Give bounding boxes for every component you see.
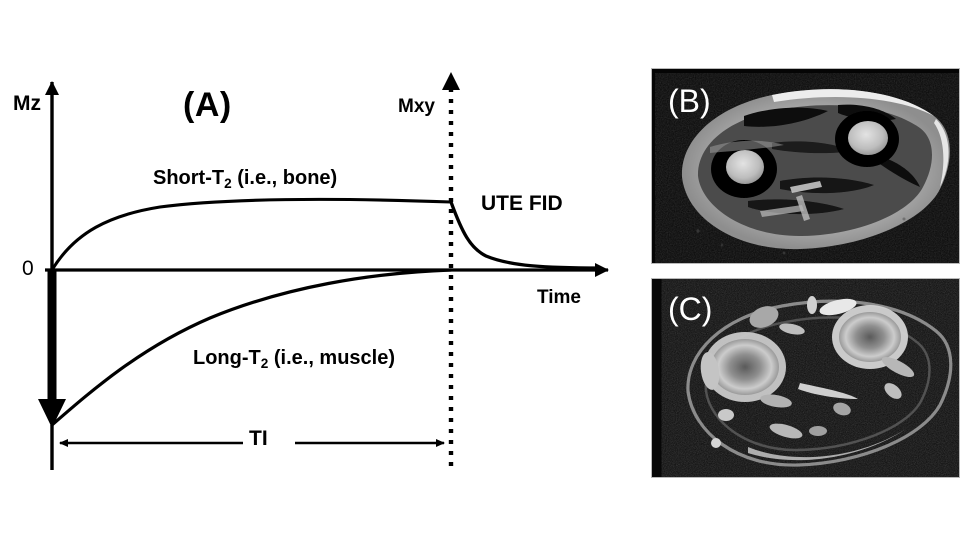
panel-b-label: (B)	[668, 83, 711, 119]
panel-c-bone-left-marrow	[711, 339, 779, 395]
panel-c-skin-band-bottom	[748, 429, 906, 461]
panel-c-tendon-3	[819, 298, 857, 316]
x-axis-label: Time	[537, 287, 582, 308]
panel-c-tendon-5	[779, 323, 805, 335]
panel-b-fascia-1	[744, 107, 828, 127]
panel-c-limb-cross-section	[686, 296, 953, 467]
panel-c-tendon-12	[718, 409, 734, 421]
ti-label-gap	[243, 430, 295, 456]
ti-label: TI	[249, 427, 268, 450]
long-t2-curve	[50, 268, 453, 427]
panel-c-label: (C)	[668, 291, 713, 327]
panel-c-tendon-10	[769, 423, 803, 439]
panel-b-fascia-3	[772, 141, 852, 154]
short-t2-curve-label: Short-T2 (i.e., bone)	[153, 167, 338, 191]
panel-a-diagram: (A) Mz Mxy 0 Short-T2 (i.e., bone) Long-…	[13, 72, 609, 470]
origin-label: 0	[22, 257, 34, 280]
panel-c-tendon-streak	[798, 383, 858, 399]
panel-c-tendon-7	[884, 383, 902, 399]
panel-b-skin-highlight-right	[934, 119, 949, 187]
mxy-axis-label: Mxy	[398, 96, 435, 117]
panel-b-image-svg	[652, 69, 959, 263]
panel-b-septum-4	[710, 140, 784, 153]
panel-c-tendon-4	[807, 296, 817, 314]
panel-c-image-svg	[652, 279, 959, 477]
mxy-axis-arrow-head	[442, 72, 460, 90]
panel-b-limb-cross-section	[681, 89, 950, 250]
panel-c-mri-image: (C)	[651, 278, 960, 478]
short-t2-curve	[50, 197, 453, 272]
panel-c-fascia-ring	[704, 316, 931, 452]
panel-a-label: (A)	[183, 86, 232, 124]
panel-b-septum-1	[790, 181, 822, 193]
panel-b-background-noise	[696, 217, 906, 255]
panel-b-mri-image: (B)	[651, 68, 960, 264]
panel-b-bone-right-marrow	[848, 121, 888, 155]
ute-fid-curve	[449, 200, 602, 270]
panel-c-tendon-6	[881, 357, 915, 377]
panel-b-skin-highlight-top	[772, 89, 934, 116]
panel-c-skin-marker	[711, 438, 721, 448]
inversion-arrow-head	[38, 399, 66, 428]
panel-c-tendon-8	[760, 394, 792, 408]
panel-c-tendon-9	[833, 402, 851, 416]
panel-c-bone-right-marrow	[839, 312, 901, 362]
panel-b-bone-left-marrow	[726, 150, 764, 184]
ute-fid-label: UTE FID	[481, 192, 563, 215]
panel-b-septum-3	[760, 205, 804, 217]
panel-c-tendon-1	[700, 352, 720, 390]
panel-b-vessel-dark	[876, 155, 920, 187]
pulse-sequence-diagram-svg	[38, 72, 609, 470]
panel-c-tendon-2	[749, 306, 779, 328]
y-axis-label: Mz	[13, 92, 41, 115]
long-t2-curve-label: Long-T2 (i.e., muscle)	[193, 347, 396, 371]
panel-c-tendon-11	[809, 426, 827, 436]
